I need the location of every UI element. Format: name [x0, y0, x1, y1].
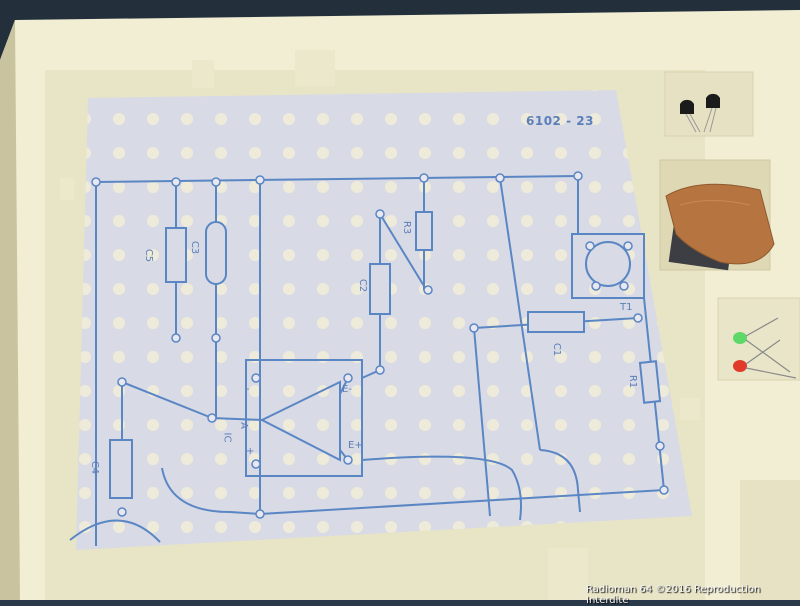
ic-label: IC: [221, 432, 233, 443]
capacitor-c2-icon: [369, 263, 391, 315]
c2-label: C2: [357, 278, 369, 293]
capacitor-c3-icon: [205, 221, 227, 285]
ic-pin-e-minus-label: E-: [342, 384, 352, 395]
transistor-t1-icon: [585, 241, 631, 287]
circuit-nodes: [91, 171, 669, 519]
c3-label: C3: [189, 240, 201, 255]
capacitor-c5-icon: [165, 227, 187, 283]
transistor-parts-icon: [680, 93, 720, 133]
r1-label: R1: [627, 374, 639, 389]
ic-pin-e-plus-label: E+: [348, 440, 363, 451]
ic-minus-sign: -: [246, 384, 250, 395]
capacitor-c4-icon: [109, 439, 133, 499]
r3-label: R3: [401, 220, 413, 235]
capacitor-c1-icon: [527, 311, 585, 333]
ic-plus-sign: +: [246, 446, 255, 457]
ic-pin-a-label: A: [237, 422, 249, 429]
watermark-text: Radioman 64 ©2016 Reproduction Interdite: [586, 584, 761, 606]
component-bodies: [109, 211, 662, 499]
t1-label: T1: [620, 302, 633, 313]
c4-label: C4: [89, 460, 101, 475]
c1-label: C1: [551, 342, 563, 357]
resistor-r3-icon: [415, 211, 433, 251]
resistor-r1-icon: [638, 360, 662, 404]
c5-label: C5: [143, 248, 155, 263]
wood-block-icon: [665, 183, 775, 271]
led-parts-icon: [733, 317, 797, 379]
board-id-label: 6102 - 23: [526, 114, 594, 128]
